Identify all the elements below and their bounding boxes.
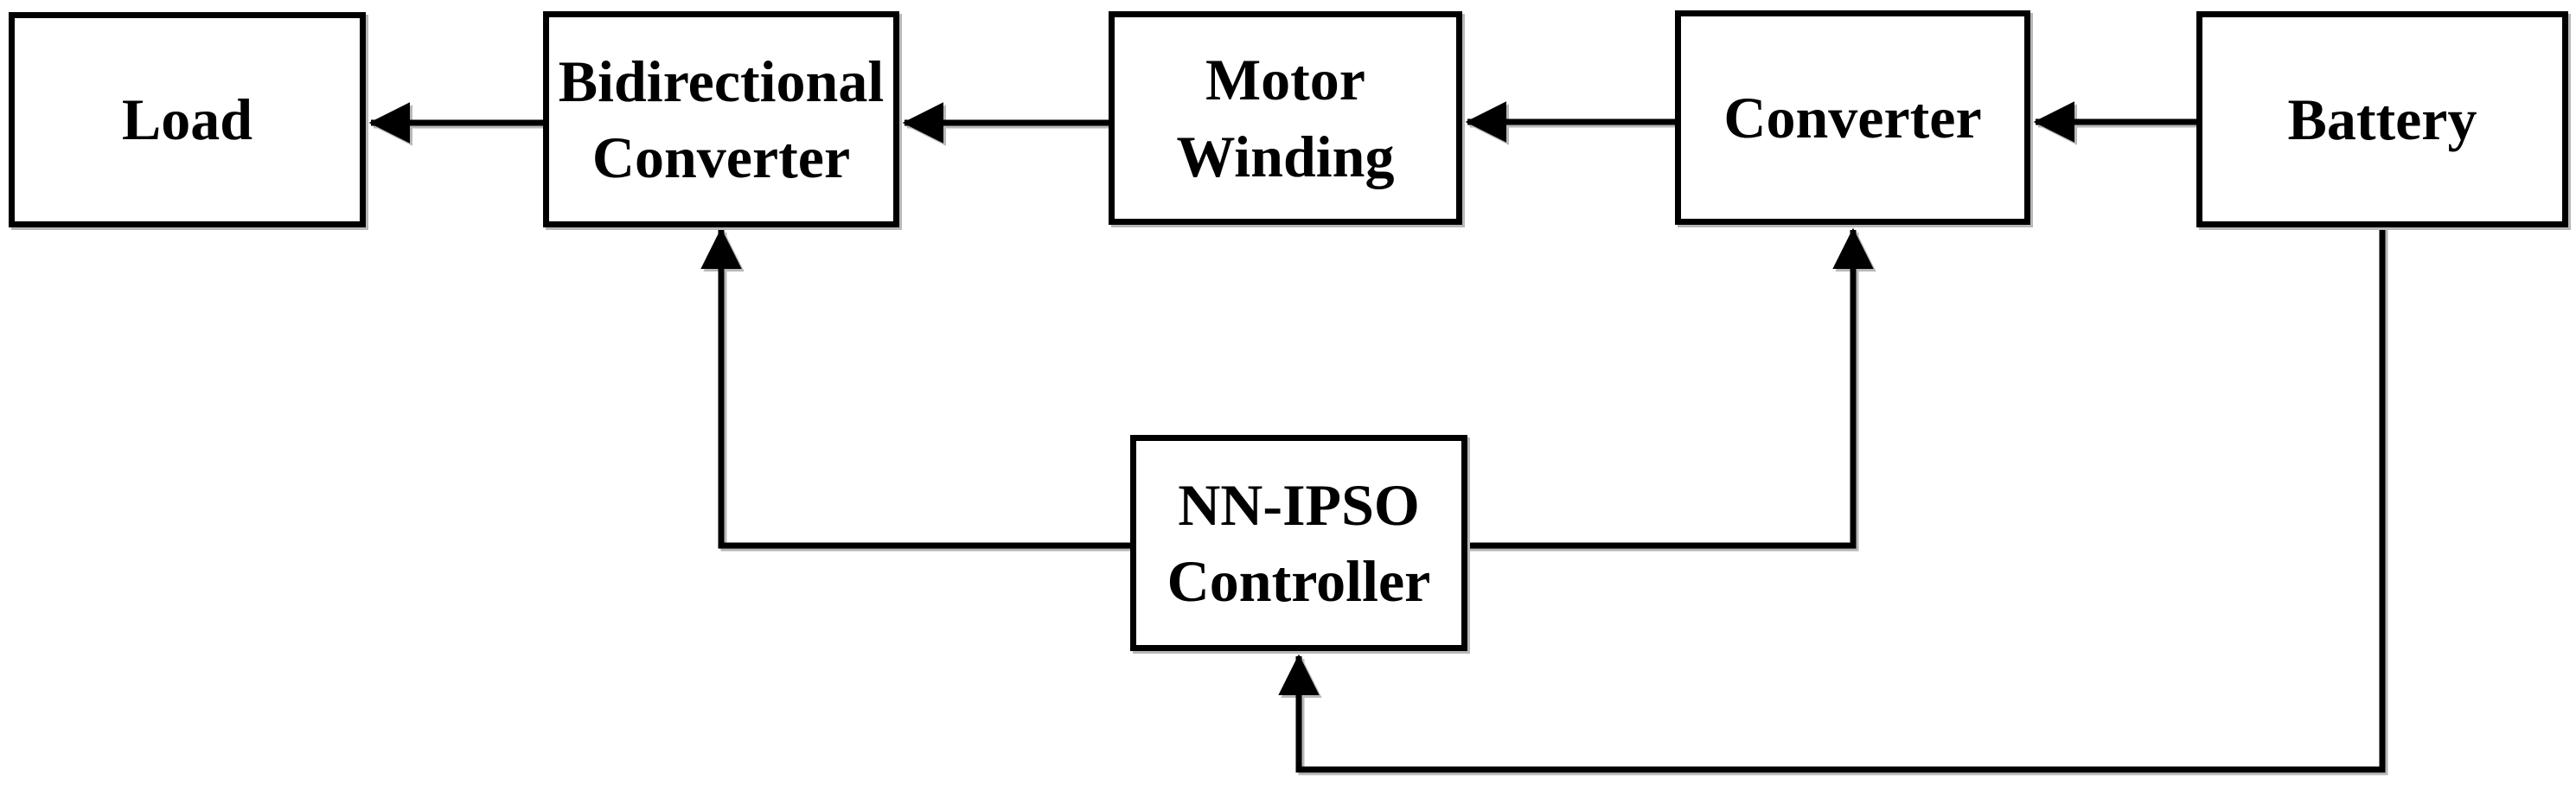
node-bidirectional-converter-label: Bidirectional Converter [558, 48, 885, 190]
edge-battery-to-controller [1278, 226, 2386, 773]
node-motor-winding-label: Motor Winding [1176, 47, 1395, 189]
node-battery-label: Battery [2287, 86, 2477, 152]
node-load: Load [9, 12, 366, 227]
node-bidirectional-converter: Bidirectional Converter [543, 11, 899, 227]
node-battery: Battery [2196, 11, 2568, 227]
node-converter-label: Converter [1723, 84, 1982, 150]
node-motor-winding: Motor Winding [1109, 11, 1462, 225]
node-nn-ipso-controller: NN-IPSO Controller [1130, 435, 1467, 651]
edge-controller-to-converter [1466, 227, 1874, 549]
node-converter: Converter [1675, 10, 2030, 225]
node-nn-ipso-controller-label: NN-IPSO Controller [1167, 471, 1431, 614]
node-load-label: Load [121, 86, 253, 153]
edge-controller-to-bidirectional-converter [700, 227, 1132, 549]
